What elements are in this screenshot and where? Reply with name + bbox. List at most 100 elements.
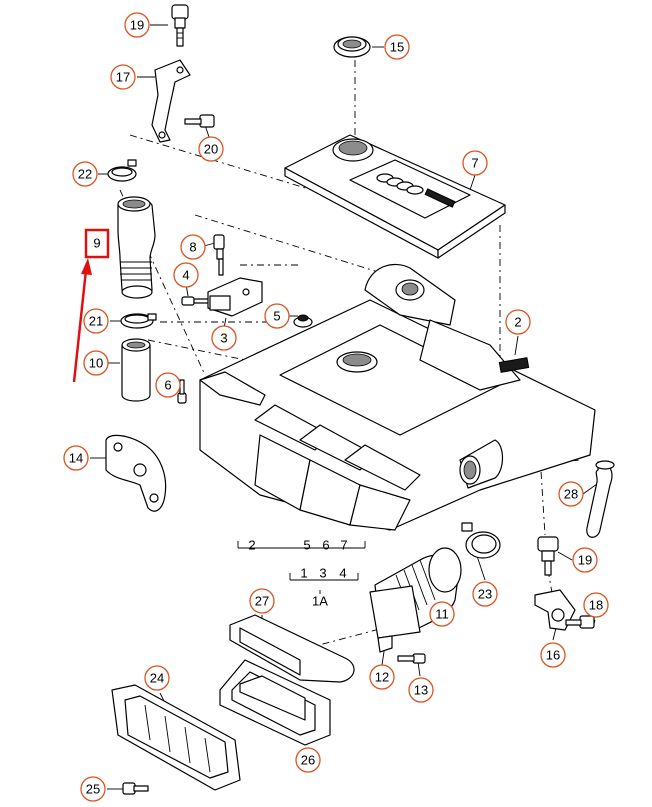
part-16-bracket	[534, 589, 576, 631]
callout-7: 7	[462, 150, 488, 176]
callout-27: 27	[249, 588, 275, 614]
svg-text:20: 20	[204, 142, 218, 157]
svg-text:6: 6	[322, 538, 329, 553]
part-3-bracket	[207, 277, 263, 317]
svg-text:27: 27	[255, 594, 269, 609]
svg-text:6: 6	[164, 378, 171, 393]
part-22-clamp	[107, 159, 137, 182]
svg-text:17: 17	[116, 70, 130, 85]
callout-13: 13	[408, 677, 434, 703]
svg-text:9: 9	[93, 236, 100, 251]
highlight-part-9: 9	[72, 228, 110, 383]
callout-5: 5	[264, 303, 290, 329]
part-9-hose	[117, 196, 156, 299]
svg-text:12: 12	[375, 670, 389, 685]
bracket-label-1: 1	[300, 566, 307, 581]
part-28-hose	[586, 460, 615, 538]
part-27-cover	[229, 614, 355, 683]
part-12-clip	[377, 635, 393, 653]
assembly-bracket-group	[237, 541, 366, 594]
svg-text:18: 18	[589, 598, 603, 613]
svg-text:7: 7	[471, 156, 478, 171]
part-24-air-guide	[111, 684, 241, 791]
bracket-label-7: 7	[340, 538, 347, 553]
callout-12: 12	[369, 664, 395, 690]
svg-text:1A: 1A	[312, 594, 328, 609]
callout-25: 25	[80, 776, 106, 802]
highlight-arrowhead	[81, 258, 92, 275]
part-14-bracket	[105, 434, 167, 512]
callout-14: 14	[63, 445, 89, 471]
callout-19-top: 19	[124, 12, 150, 38]
callout-21: 21	[83, 308, 109, 334]
callout-11: 11	[429, 601, 455, 627]
part-19-sensor-lower	[537, 536, 559, 576]
part-15-cap	[333, 36, 371, 58]
bracket-labels: 2 5 6 7 1 3 4 1A	[248, 538, 347, 609]
svg-text:16: 16	[546, 648, 560, 663]
svg-text:15: 15	[390, 40, 404, 55]
svg-text:24: 24	[150, 671, 164, 686]
svg-text:4: 4	[339, 566, 346, 581]
svg-text:26: 26	[301, 753, 315, 768]
svg-text:5: 5	[303, 538, 310, 553]
svg-text:28: 28	[564, 487, 578, 502]
highlight-arrow	[72, 269, 88, 383]
svg-text:3: 3	[319, 566, 326, 581]
callout-18: 18	[583, 592, 609, 618]
bracket-label-5: 5	[303, 538, 310, 553]
callout-19-lower: 19	[572, 547, 598, 573]
callout-9: 9	[93, 236, 100, 251]
bracket-label-4: 4	[339, 566, 346, 581]
callout-6: 6	[155, 372, 181, 398]
part-7-engine-cover	[284, 134, 506, 259]
part-19-sensor-top	[171, 4, 189, 47]
callout-8: 8	[180, 234, 206, 260]
callout-3: 3	[211, 325, 237, 351]
part-18-bolt	[565, 615, 595, 629]
part-25-screw	[122, 782, 149, 795]
part-21-clamp	[120, 313, 157, 329]
callout-28: 28	[558, 481, 584, 507]
callout-26: 26	[295, 747, 321, 773]
part-10-tube	[121, 338, 151, 402]
part-5-grommet	[293, 314, 313, 328]
bracket-label-6: 6	[322, 538, 329, 553]
svg-text:1: 1	[300, 566, 307, 581]
callouts: 19 17 20 22 8 4 3 21 10 6 5 14 15 7 2 28…	[63, 12, 609, 802]
callout-17: 17	[110, 64, 136, 90]
assembly-label-1a: 1A	[312, 594, 328, 609]
svg-text:22: 22	[78, 167, 92, 182]
part-8-sensor	[213, 234, 225, 276]
svg-text:2: 2	[248, 538, 255, 553]
part-13-screw	[397, 653, 426, 664]
svg-text:19: 19	[578, 553, 592, 568]
svg-text:8: 8	[189, 240, 196, 255]
svg-text:11: 11	[435, 607, 449, 622]
svg-text:13: 13	[414, 683, 428, 698]
callout-2: 2	[505, 309, 531, 335]
part-1-airbox	[199, 263, 596, 531]
callout-10: 10	[83, 350, 109, 376]
highlight-box	[84, 228, 110, 259]
svg-text:4: 4	[182, 268, 189, 283]
part-26-duct-frame	[219, 659, 331, 746]
part-20-bolt	[184, 114, 215, 128]
svg-text:14: 14	[69, 451, 83, 466]
callout-20: 20	[198, 136, 224, 162]
callout-24: 24	[144, 665, 170, 691]
svg-text:21: 21	[89, 314, 103, 329]
svg-text:7: 7	[340, 538, 347, 553]
callout-4: 4	[173, 262, 199, 288]
svg-text:10: 10	[89, 356, 103, 371]
part-4-screw	[181, 296, 211, 306]
svg-text:3: 3	[220, 331, 227, 346]
svg-text:2: 2	[514, 315, 521, 330]
callout-22: 22	[72, 161, 98, 187]
callout-23: 23	[472, 581, 498, 607]
svg-text:23: 23	[478, 587, 492, 602]
svg-text:19: 19	[130, 18, 144, 33]
part-6-screw	[177, 379, 187, 404]
